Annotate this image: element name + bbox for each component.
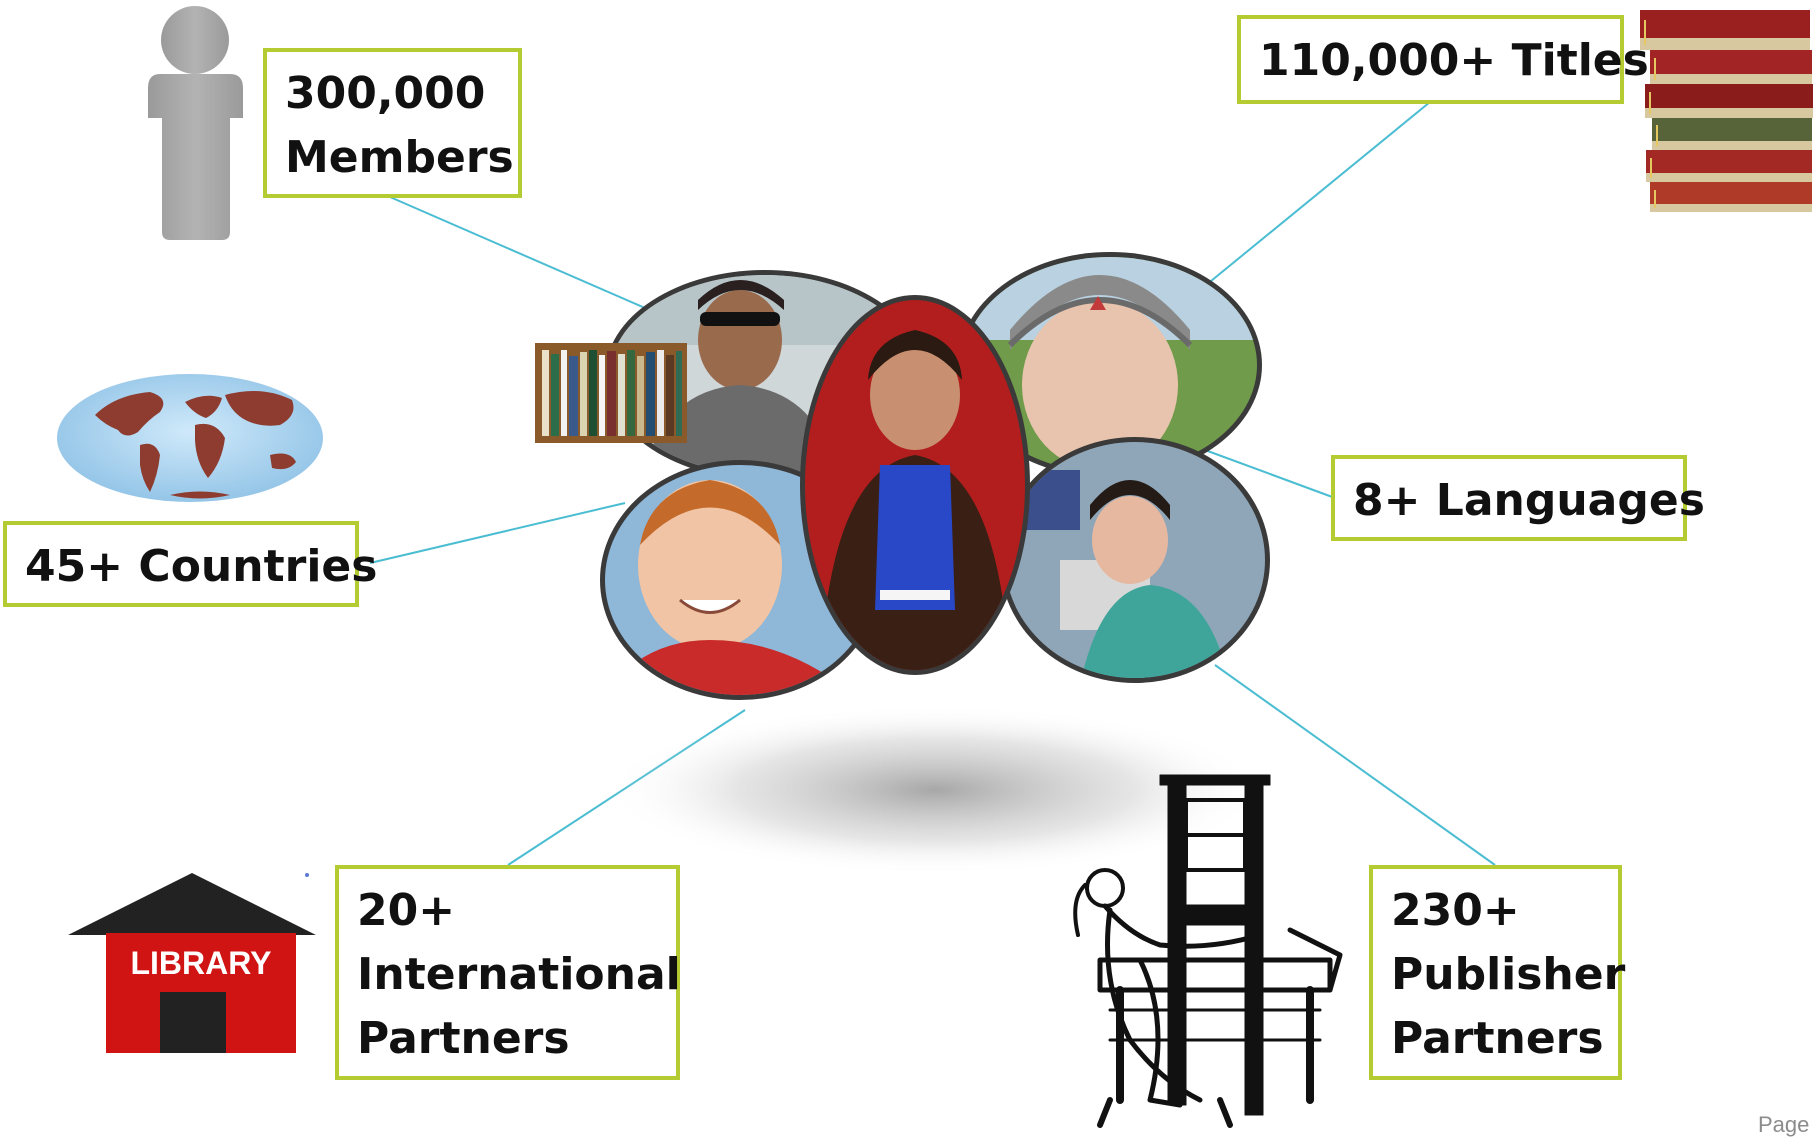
publisher-count: 230+ [1391,885,1520,936]
connector-titles [1199,101,1431,291]
person-icon [148,6,243,240]
connector-countries [369,502,626,564]
library-sign-text: LIBRARY [130,945,271,981]
page-label: Page [1758,1112,1810,1137]
countries-stat-box: 45+ Countries [3,521,378,607]
book-stack-icon [1640,10,1813,212]
publisher-label-2: Partners [1391,1013,1604,1064]
languages-text: 8+ Languages [1353,475,1705,526]
library-building-icon: LIBRARY [68,873,316,1053]
printing-press-icon [1073,774,1343,1128]
publisher-label-1: Publisher [1391,949,1626,1000]
members-count: 300,000 [285,68,486,119]
titles-stat-box: 110,000+ Titles [1237,15,1649,104]
connector-publishers [1214,664,1496,866]
connector-languages [1204,449,1336,499]
collage-shadow [605,705,1265,875]
members-label: Members [285,132,514,183]
photo-oval-kid-helmet [958,252,1262,478]
languages-stat-box: 8+ Languages [1331,455,1705,541]
international-label-2: Partners [357,1013,570,1064]
photo-oval-computer-user [1000,437,1270,683]
titles-text: 110,000+ Titles [1259,35,1649,86]
international-partners-stat-box: 20+ International Partners [335,865,681,1080]
photo-oval-woman-blue [800,295,1030,675]
international-count: 20+ [357,885,456,936]
publisher-partners-stat-box: 230+ Publisher Partners [1369,865,1626,1080]
bookshelf-image [535,343,687,443]
international-label-1: International [357,949,681,1000]
members-stat-box: 300,000 Members [263,48,522,198]
world-map-icon [57,374,323,502]
countries-text: 45+ Countries [25,541,378,592]
connector-members [389,196,646,309]
